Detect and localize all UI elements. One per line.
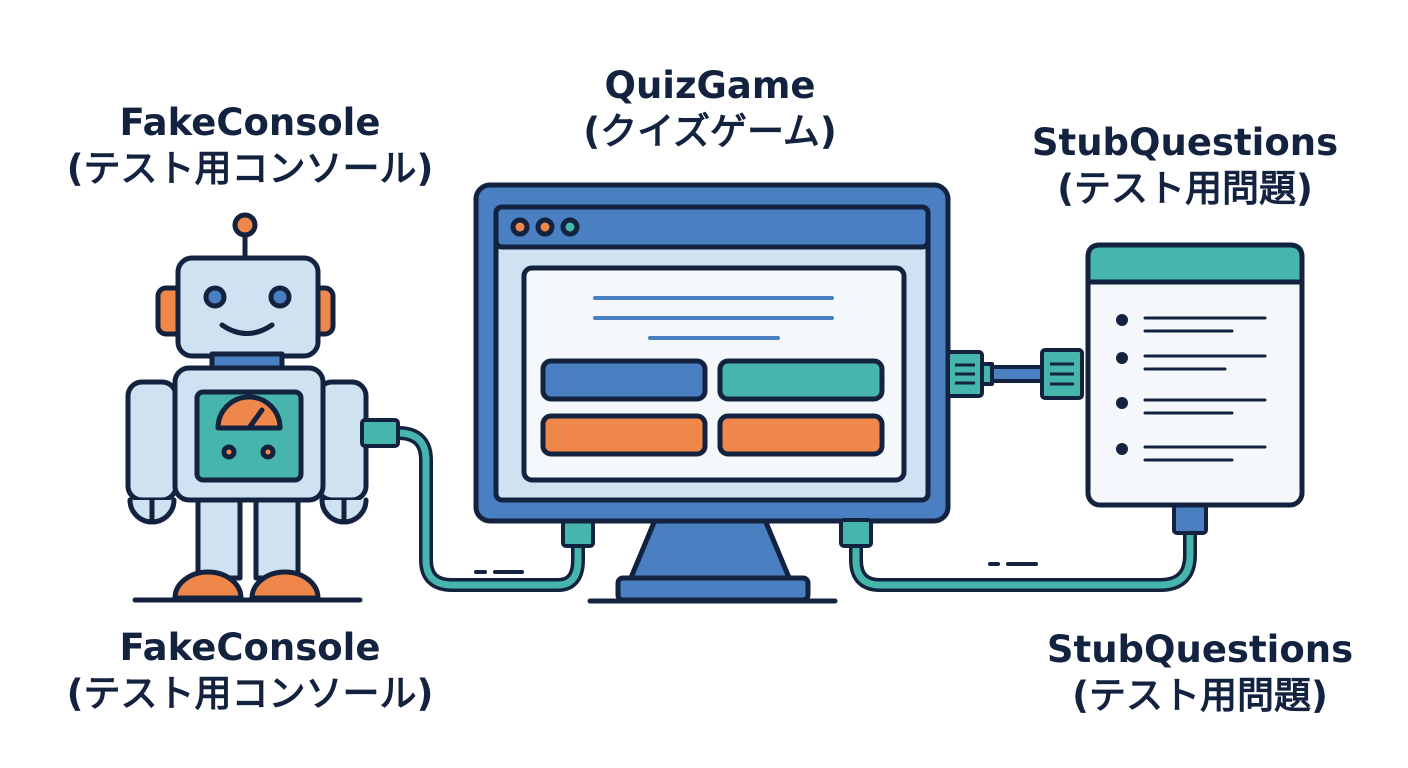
quiz-game-title: QuizGame (604, 64, 816, 107)
monitor-bottom-port (839, 518, 873, 548)
question-text-lines (593, 296, 834, 340)
fake-console-title: FakeConsole (119, 626, 381, 669)
robot-cable-connector (360, 418, 400, 448)
monitor-icon (473, 182, 951, 603)
stub-questions-label-top: StubQuestions (テスト用問題) (1000, 120, 1370, 212)
fake-console-label-bottom: FakeConsole (テスト用コンソール) (40, 625, 460, 717)
document-icon (1085, 242, 1305, 508)
fake-console-subtitle: (テスト用コンソール) (66, 672, 434, 715)
robot-icon (125, 212, 369, 601)
stub-questions-subtitle: (テスト用問題) (1072, 674, 1328, 717)
stub-questions-title: StubQuestions (1046, 628, 1354, 671)
monitor-left-port (561, 518, 595, 548)
fake-console-subtitle: (テスト用コンソール) (66, 147, 434, 190)
quiz-game-subtitle: (クイズゲーム) (583, 110, 837, 153)
plug-grip-lines (955, 362, 1074, 386)
stub-questions-label-bottom: StubQuestions (テスト用問題) (1015, 627, 1385, 719)
stub-bottom-port (1172, 503, 1208, 535)
fake-console-label-top: FakeConsole (テスト用コンソール) (40, 100, 460, 192)
stub-questions-subtitle: (テスト用問題) (1057, 167, 1313, 210)
document-list-items (1116, 314, 1267, 462)
stub-questions-title: StubQuestions (1031, 121, 1339, 164)
fake-console-title: FakeConsole (119, 101, 381, 144)
quiz-game-label: QuizGame (クイズゲーム) (490, 63, 930, 155)
monitor-stub-cable (849, 523, 1197, 592)
robot-monitor-cable (391, 426, 585, 592)
